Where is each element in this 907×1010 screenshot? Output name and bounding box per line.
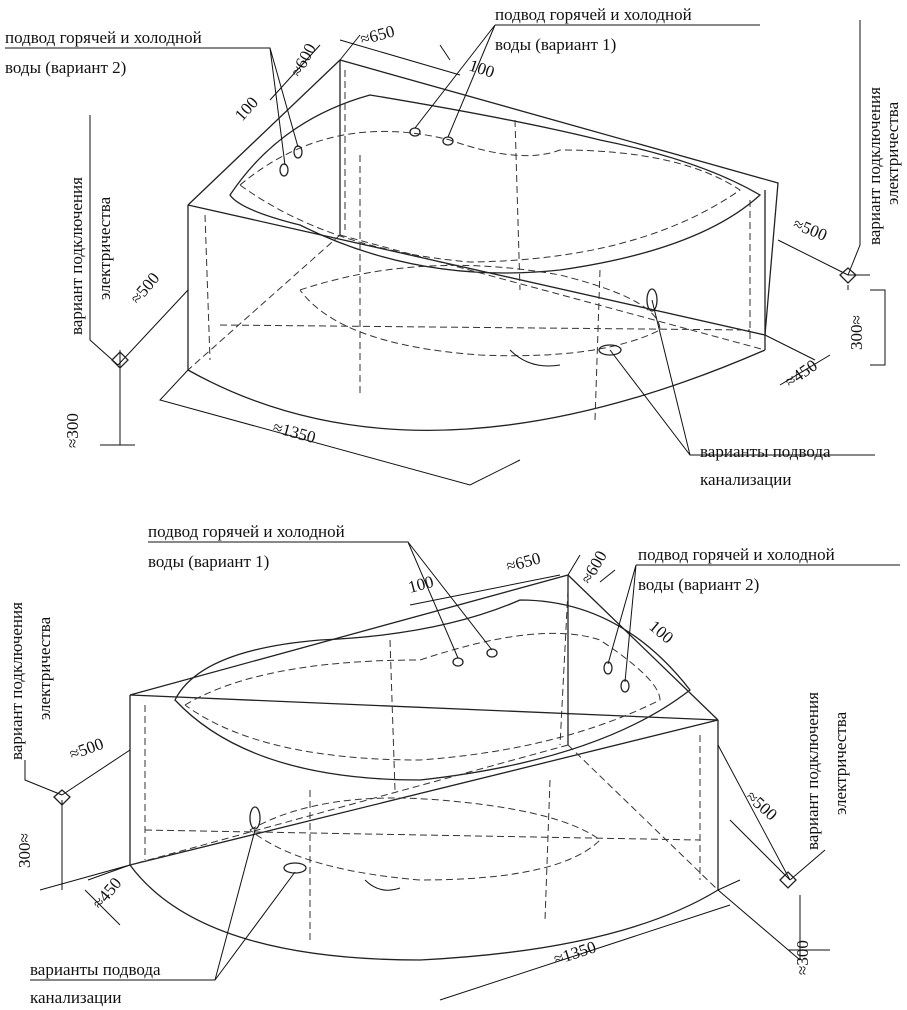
top-bathtub-drawing: подвод горячей и холодной воды (вариант … — [5, 5, 902, 489]
top-frame-box — [187, 59, 779, 431]
bottom-water-v2-label-2: воды (вариант 2) — [638, 575, 759, 594]
top-dim-100-right: 100 — [467, 56, 497, 82]
bottom-dim-300-left: 300≈ — [15, 833, 34, 868]
bottom-drain-label-2: канализации — [30, 988, 121, 1007]
top-water-v2-label-1: подвод горячей и холодной — [5, 28, 202, 47]
bottom-water-v1-label-1: подвод горячей и холодной — [148, 522, 345, 541]
top-dim-1350: ≈1350 — [271, 418, 318, 448]
bottom-bathtub-drawing: подвод горячей и холодной воды (вариант … — [7, 522, 900, 1007]
bottom-dim-1350: ≈1350 — [551, 937, 598, 968]
top-dim-100-left: 100 — [231, 93, 262, 125]
top-dim-300-right: 300≈ — [847, 315, 866, 350]
bottom-dim-450: ≈450 — [89, 874, 126, 913]
top-drain-label-2: канализации — [700, 470, 791, 489]
top-dim-600: ≈600 — [287, 40, 320, 80]
top-dim-500-left: ≈500 — [127, 269, 164, 308]
top-electric-right-label-1: вариант подключения — [865, 87, 884, 245]
bottom-electric-left-label-1: вариант подключения — [7, 602, 26, 760]
bottom-dim-300-right: ≈300 — [793, 940, 812, 975]
top-dim-500-right: ≈500 — [791, 214, 830, 245]
bottom-drain-label-1: варианты подвода — [30, 960, 161, 979]
bottom-electric-right-label-1: вариант подключения — [803, 692, 822, 850]
top-dimension-lines — [5, 20, 886, 486]
top-water-v2-label-2: воды (вариант 2) — [5, 58, 126, 77]
top-dim-650: ≈650 — [358, 21, 397, 48]
bottom-water-v2-label-1: подвод горячей и холодной — [638, 545, 835, 564]
top-dim-300-left: ≈300 — [63, 413, 82, 448]
bottom-dimension-lines — [24, 541, 900, 1001]
bottom-dim-100-left: 100 — [406, 572, 436, 597]
bottom-dim-600: ≈600 — [577, 547, 611, 587]
top-drain-label-1: варианты подвода — [700, 442, 831, 461]
top-dim-450: ≈450 — [781, 356, 820, 392]
top-electric-left-label-2: электричества — [95, 196, 114, 300]
bottom-electric-right-label-2: электричества — [831, 711, 850, 815]
top-water-v1-label-1: подвод горячей и холодной — [495, 5, 692, 24]
bottom-water-v1-label-2: воды (вариант 1) — [148, 552, 269, 571]
top-electric-left-label-1: вариант подключения — [67, 177, 86, 335]
bottom-dim-100-right: 100 — [645, 617, 677, 648]
bottom-electric-left-label-2: электричества — [35, 616, 54, 720]
top-electric-right-label-2: электричества — [883, 101, 902, 205]
bottom-dim-500-left: ≈500 — [67, 734, 106, 764]
bottom-dim-500-right: ≈500 — [742, 787, 781, 824]
top-water-v1-label-2: воды (вариант 1) — [495, 35, 616, 54]
bottom-dim-650: ≈650 — [504, 548, 543, 575]
